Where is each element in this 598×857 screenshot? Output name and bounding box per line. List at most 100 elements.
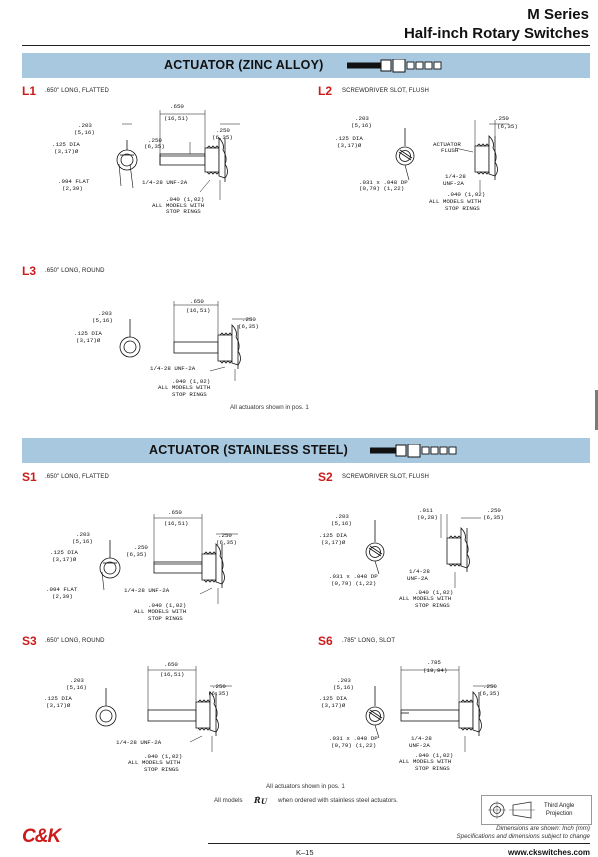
item-desc-s3: .650" LONG, ROUND xyxy=(45,638,105,644)
item-desc-s2: SCREWDRIVER SLOT, FLUSH xyxy=(342,474,429,480)
dim-650-mm: (16,51) xyxy=(186,307,210,314)
dim-650: .650 xyxy=(190,298,204,305)
stop-dim: .040 (1,02) xyxy=(166,196,204,203)
projection-box: Third Angle Projection xyxy=(481,795,592,825)
ck-logo: C&K xyxy=(22,826,61,847)
stop-note-2: STOP RINGS xyxy=(415,765,450,772)
dim-094-mm: (2,39) xyxy=(52,593,73,600)
actuator-code-strip-icon xyxy=(370,444,457,458)
note-pos1-zinc: All actuators shown in pos. 1 xyxy=(230,404,309,411)
item-code-l1: L1 xyxy=(22,84,37,98)
dim-650: .650 xyxy=(168,509,182,516)
website-link[interactable]: www.ckswitches.com xyxy=(508,848,590,857)
drawing-l2: .203 (5,16) .125 DIA (3,17)Ø ACTUATOR FL… xyxy=(335,115,518,212)
dim-125: .125 DIA xyxy=(44,695,72,702)
drawing-l3: .650 (16,51) .250 (6,35) .203 (5,16) .12… xyxy=(74,298,259,398)
stop-dim: .040 (1,02) xyxy=(415,589,453,596)
item-code-s1: S1 xyxy=(22,470,37,484)
stop-note-2: STOP RINGS xyxy=(166,208,201,215)
slot-dim-mm: (0,79) (1,22) xyxy=(331,580,376,587)
dim-785-mm: (19,94) xyxy=(423,667,447,674)
thread-spec-a: 1/4-28 xyxy=(409,568,430,575)
dim-125: .125 DIA xyxy=(74,330,102,337)
item-code-s3: S3 xyxy=(22,634,37,648)
dims-unit-note: Dimensions are shown: Inch (mm) xyxy=(496,825,590,832)
dim-250b-mm: (6,35) xyxy=(144,143,165,150)
stop-note-1: ALL MODELS WITH xyxy=(152,202,205,209)
dim-250: .250 xyxy=(242,316,256,323)
dim-203: .203 xyxy=(70,677,84,684)
footer-rule xyxy=(208,843,590,844)
dim-125-mm: (3,17)Ø xyxy=(321,702,346,709)
drawing-s6: .785 (19,94) .250 (6,35) .203 (5,16) .12… xyxy=(319,659,500,772)
dim-125-mm: (3,17)Ø xyxy=(52,556,77,563)
dim-250b: .250 xyxy=(134,544,148,551)
slot-dim: .031 x .048 DP xyxy=(359,179,408,186)
thread-spec-b: UNF-2A xyxy=(407,575,428,582)
thread-spec-a: 1/4-28 xyxy=(445,173,466,180)
flush-label-1: ACTUATOR xyxy=(433,141,461,148)
dim-203: .203 xyxy=(76,531,90,538)
stop-note-1: ALL MODELS WITH xyxy=(429,198,482,205)
dim-250: .250 xyxy=(212,683,226,690)
projection-label-1: Third Angle xyxy=(544,803,575,809)
drawing-l1: .650 (16,51) .250 (6,35) .250 (6,35) .20… xyxy=(52,103,240,215)
dim-250-mm: (6,35) xyxy=(216,539,237,546)
third-angle-projection-icon xyxy=(488,801,535,819)
dim-125-mm: (3,17)Ø xyxy=(337,142,362,149)
dim-203-mm: (5,16) xyxy=(333,684,354,691)
dim-250-mm: (6,35) xyxy=(483,514,504,521)
dim-203-mm: (5,16) xyxy=(351,122,372,129)
stop-dim: .040 (1,02) xyxy=(144,753,182,760)
item-code-s2: S2 xyxy=(318,470,333,484)
dim-125-mm: (3,17)Ø xyxy=(76,337,101,344)
side-tab-marker xyxy=(595,390,598,430)
dim-125: .125 DIA xyxy=(319,695,347,702)
dim-094: .094 FLAT xyxy=(46,586,78,593)
dim-250: .250 xyxy=(218,532,232,539)
stop-dim: .040 (1,02) xyxy=(447,191,485,198)
dim-094: .094 FLAT xyxy=(58,178,90,185)
slot-dim-mm: (0,79) (1,22) xyxy=(359,185,404,192)
stop-dim: .040 (1,02) xyxy=(148,602,186,609)
dim-650-mm: (16,51) xyxy=(164,115,188,122)
item-desc-l3: .650" LONG, ROUND xyxy=(45,268,105,274)
thread-spec-a: 1/4-28 xyxy=(411,735,432,742)
stop-note-2: STOP RINGS xyxy=(445,205,480,212)
item-desc-l1: .650" LONG, FLATTED xyxy=(45,88,109,94)
item-code-l2: L2 xyxy=(318,84,333,98)
dim-094-mm: (2,39) xyxy=(62,185,83,192)
item-desc-l2: SCREWDRIVER SLOT, FLUSH xyxy=(342,88,429,94)
dim-250: .250 xyxy=(483,683,497,690)
dim-125-mm: (3,17)Ø xyxy=(46,702,71,709)
note-models-pre: All models xyxy=(214,797,243,804)
dim-650-mm: (16,51) xyxy=(160,671,184,678)
series-title: M Series xyxy=(527,6,589,23)
item-desc-s1: .650" LONG, FLATTED xyxy=(45,474,109,480)
header-rule xyxy=(22,45,590,46)
section-title-stainless: ACTUATOR (STAINLESS STEEL) xyxy=(149,443,348,457)
stop-note-1: ALL MODELS WITH xyxy=(158,384,211,391)
dim-250-mm: (6,35) xyxy=(208,690,229,697)
dim-203: .203 xyxy=(335,513,349,520)
dim-250-mm: (6,35) xyxy=(238,323,259,330)
drawing-s1: .650 (16,51) .250 (6,35) .250 (6,35) .20… xyxy=(46,509,238,622)
slot-dim: .031 x .048 DP xyxy=(329,573,378,580)
dim-125: .125 DIA xyxy=(335,135,363,142)
section-band-stainless: ACTUATOR (STAINLESS STEEL) xyxy=(22,438,590,463)
stop-note-2: STOP RINGS xyxy=(415,602,450,609)
actuator-code-strip-icon xyxy=(347,59,442,73)
note-pos1-stainless: All actuators shown in pos. 1 xyxy=(266,783,345,790)
thread-spec: 1/4-28 UNF-2A xyxy=(142,179,188,186)
svg-text:U: U xyxy=(261,797,268,806)
note-models-post: when ordered with stainless steel actuat… xyxy=(278,797,399,804)
flush-label-2: FLUSH xyxy=(441,147,459,154)
item-code-l3: L3 xyxy=(22,264,37,278)
slot-dim-mm: (0,79) (1,22) xyxy=(331,742,376,749)
dim-203-mm: (5,16) xyxy=(72,538,93,545)
dim-203: .203 xyxy=(355,115,369,122)
slot-dim: .031 x .048 DP xyxy=(329,735,378,742)
dim-203: .203 xyxy=(98,310,112,317)
thread-spec: 1/4-28 UNF-2A xyxy=(150,365,196,372)
dim-011-mm: (0,28) xyxy=(417,514,438,521)
